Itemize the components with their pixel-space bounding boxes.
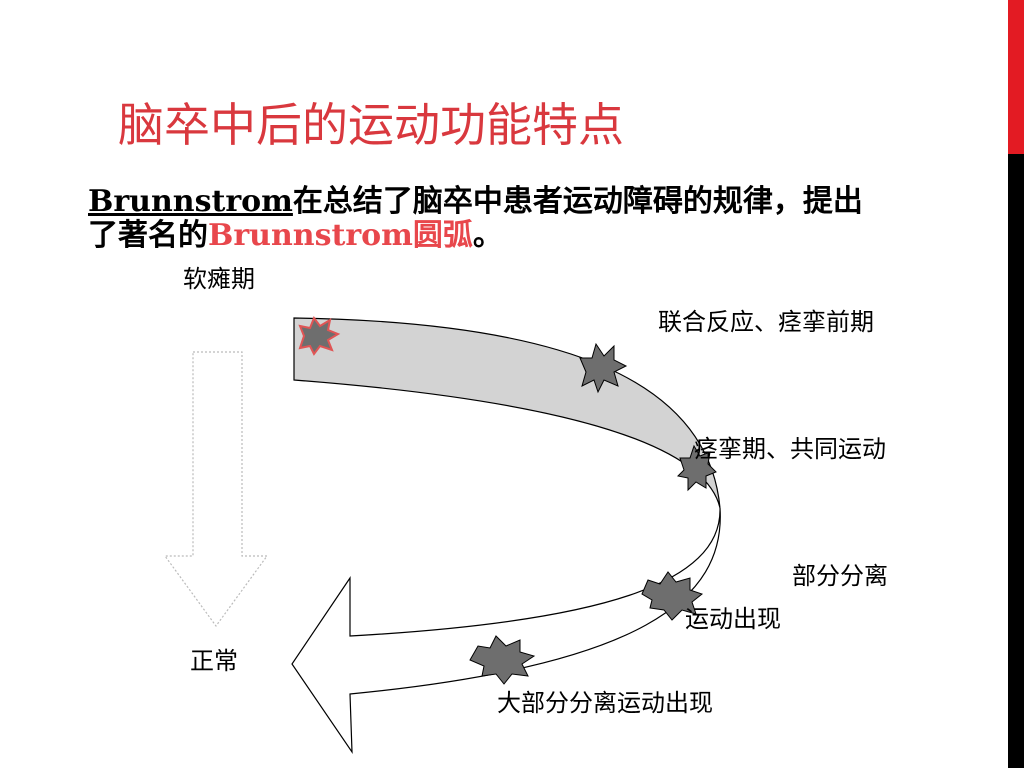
down-arrow-outline bbox=[163, 351, 269, 628]
body-line-2-start: 了著名的 bbox=[88, 218, 208, 253]
side-accent-bar-red bbox=[1008, 0, 1024, 154]
brunnstrom-arc-highlight: Brunnstrom圆弧 bbox=[208, 218, 473, 253]
label-synergy-stage: 联合反应、痉挛前期 bbox=[658, 308, 874, 336]
burst-most-icon bbox=[469, 635, 536, 685]
label-partial-separation-2: 运动出现 bbox=[685, 605, 781, 633]
body-paragraph: Brunnstrom在总结了脑卒中患者运动障碍的规律，提出 了著名的Brunns… bbox=[88, 184, 1008, 253]
side-accent-bar-black bbox=[1008, 154, 1024, 768]
upper-arc-band bbox=[293, 317, 721, 509]
body-line-2: 了著名的Brunnstrom圆弧。 bbox=[88, 218, 1008, 253]
burst-partial-icon bbox=[641, 571, 704, 621]
label-partial-separation: 部分分离 bbox=[792, 562, 888, 590]
body-line-1: Brunnstrom在总结了脑卒中患者运动障碍的规律，提出 bbox=[88, 184, 1008, 219]
body-line-2-end: 。 bbox=[472, 218, 503, 253]
label-flaccid-stage: 软瘫期 bbox=[183, 265, 255, 293]
burst-spasticity-icon bbox=[676, 444, 717, 492]
brand-name: Brunnstrom bbox=[88, 184, 293, 219]
label-most-separation: 大部分分离运动出现 bbox=[497, 689, 713, 717]
slide-title: 脑卒中后的运动功能特点 bbox=[118, 98, 624, 152]
burst-flaccid-icon bbox=[298, 315, 341, 356]
body-line-1-text: 在总结了脑卒中患者运动障碍的规律，提出 bbox=[292, 184, 863, 219]
label-spasticity-stage: 痉挛期、共同运动 bbox=[694, 435, 886, 463]
burst-synergy-icon bbox=[579, 342, 628, 394]
label-normal: 正常 bbox=[190, 647, 238, 675]
